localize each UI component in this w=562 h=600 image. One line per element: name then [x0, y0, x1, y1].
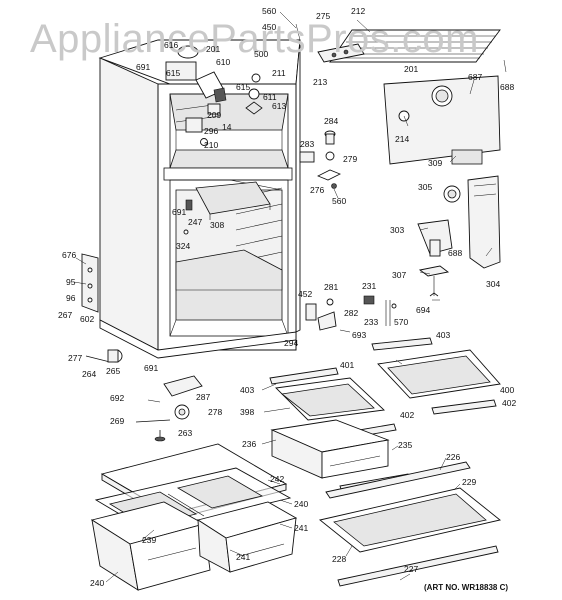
evaporator-fan-assembly: [165, 45, 263, 146]
rollers-and-leveling-legs: [85, 349, 203, 442]
callout-label: 282: [344, 308, 358, 318]
callout-label: 400: [500, 385, 514, 395]
callout-label: 247: [188, 217, 202, 227]
callout-label: 611: [263, 92, 277, 102]
callout-label: 227: [404, 564, 418, 574]
callout-label: 688: [448, 248, 462, 258]
callout-label: 95: [66, 277, 76, 287]
callout-labels: 560 275 212 450 616 201 691 615 610 500 …: [58, 6, 516, 588]
callout-label: 276: [310, 185, 324, 195]
crisper-drawers: [90, 501, 298, 591]
freezer-shelf: [183, 181, 271, 235]
callout-label: 305: [418, 182, 432, 192]
callout-label: 96: [66, 293, 76, 303]
callout-label: 602: [80, 314, 94, 324]
callout-label: 287: [196, 392, 210, 402]
callout-label: 283: [300, 139, 314, 149]
callout-label: 691: [172, 207, 186, 217]
callout-label: 403: [240, 385, 254, 395]
callout-label: 676: [62, 250, 76, 260]
callout-label: 452: [298, 289, 312, 299]
callout-label: 213: [313, 77, 327, 87]
callout-label: 201: [206, 44, 220, 54]
callout-label: 610: [216, 57, 230, 67]
model-label: [451, 149, 483, 165]
callout-label: 201: [404, 64, 418, 74]
callout-label: 615: [236, 82, 250, 92]
callout-label: 560: [332, 196, 346, 206]
callout-label: 14: [222, 122, 232, 132]
callout-label: 235: [398, 440, 412, 450]
glass-shelves-right: [269, 337, 501, 441]
callout-label: 294: [284, 338, 298, 348]
callout-label: 226: [446, 452, 460, 462]
callout-label: 241: [294, 523, 308, 533]
evaporator-cover: [383, 75, 501, 165]
callout-label: 241: [236, 552, 250, 562]
callout-label: 401: [340, 360, 354, 370]
callout-label: 308: [210, 220, 224, 230]
callout-label: 303: [390, 225, 404, 235]
callout-label: 214: [395, 134, 409, 144]
callout-label: 403: [436, 330, 450, 340]
callout-label: 265: [106, 366, 120, 376]
callout-label: 691: [144, 363, 158, 373]
lower-glass-shelf: [318, 461, 502, 587]
callout-label: 267: [58, 310, 72, 320]
callout-label: 500: [254, 49, 268, 59]
callout-label: 211: [272, 68, 286, 78]
callout-label: 450: [262, 22, 276, 32]
callout-label: 693: [352, 330, 366, 340]
callout-label: 279: [343, 154, 357, 164]
callout-label: 212: [351, 6, 365, 16]
callout-label: 304: [486, 279, 500, 289]
callout-label: 275: [316, 11, 330, 21]
callout-label: 398: [240, 407, 254, 417]
callout-label: 688: [500, 82, 514, 92]
callout-label: 281: [324, 282, 338, 292]
callout-label: 229: [462, 477, 476, 487]
callout-label: 309: [428, 158, 442, 168]
callout-label: 307: [392, 270, 406, 280]
callout-label: 269: [110, 416, 124, 426]
callout-label: 402: [502, 398, 516, 408]
callout-label: 264: [82, 369, 96, 379]
callout-label: 691: [136, 62, 150, 72]
callout-label: 231: [362, 281, 376, 291]
callout-label: 613: [272, 101, 286, 111]
temperature-control-housing: [317, 43, 365, 63]
callout-label: 284: [324, 116, 338, 126]
callout-label: 233: [364, 317, 378, 327]
callout-label: 560: [262, 6, 276, 16]
callout-label: 616: [164, 40, 178, 50]
watermark: AppliancePartsPros.com: [30, 17, 479, 61]
callout-label: 296: [204, 126, 218, 136]
bottom-hinge-bracket: [73, 253, 99, 313]
callout-label: 240: [90, 578, 104, 588]
callout-label: 239: [142, 535, 156, 545]
callout-leader-lines: [105, 11, 507, 583]
damper-parts: [299, 130, 341, 199]
callout-label: 209: [207, 110, 221, 120]
callout-label: 324: [176, 241, 190, 251]
air-duct-assembly: [417, 175, 501, 297]
callout-label: 228: [332, 554, 346, 564]
callout-label: 570: [394, 317, 408, 327]
callout-label: 692: [110, 393, 124, 403]
callout-label: 278: [208, 407, 222, 417]
callout-label: 242: [270, 474, 284, 484]
callout-label: 615: [166, 68, 180, 78]
art-number: (ART NO. WR18838 C): [424, 583, 508, 592]
callout-label: 694: [416, 305, 430, 315]
callout-label: 402: [400, 410, 414, 420]
callout-label: 210: [204, 140, 218, 150]
callout-label: 236: [242, 439, 256, 449]
callout-label: 263: [178, 428, 192, 438]
callout-label: 277: [68, 353, 82, 363]
callout-label: 240: [294, 499, 308, 509]
shelf-support-hardware: [305, 295, 397, 333]
callout-label: 687: [468, 72, 482, 82]
